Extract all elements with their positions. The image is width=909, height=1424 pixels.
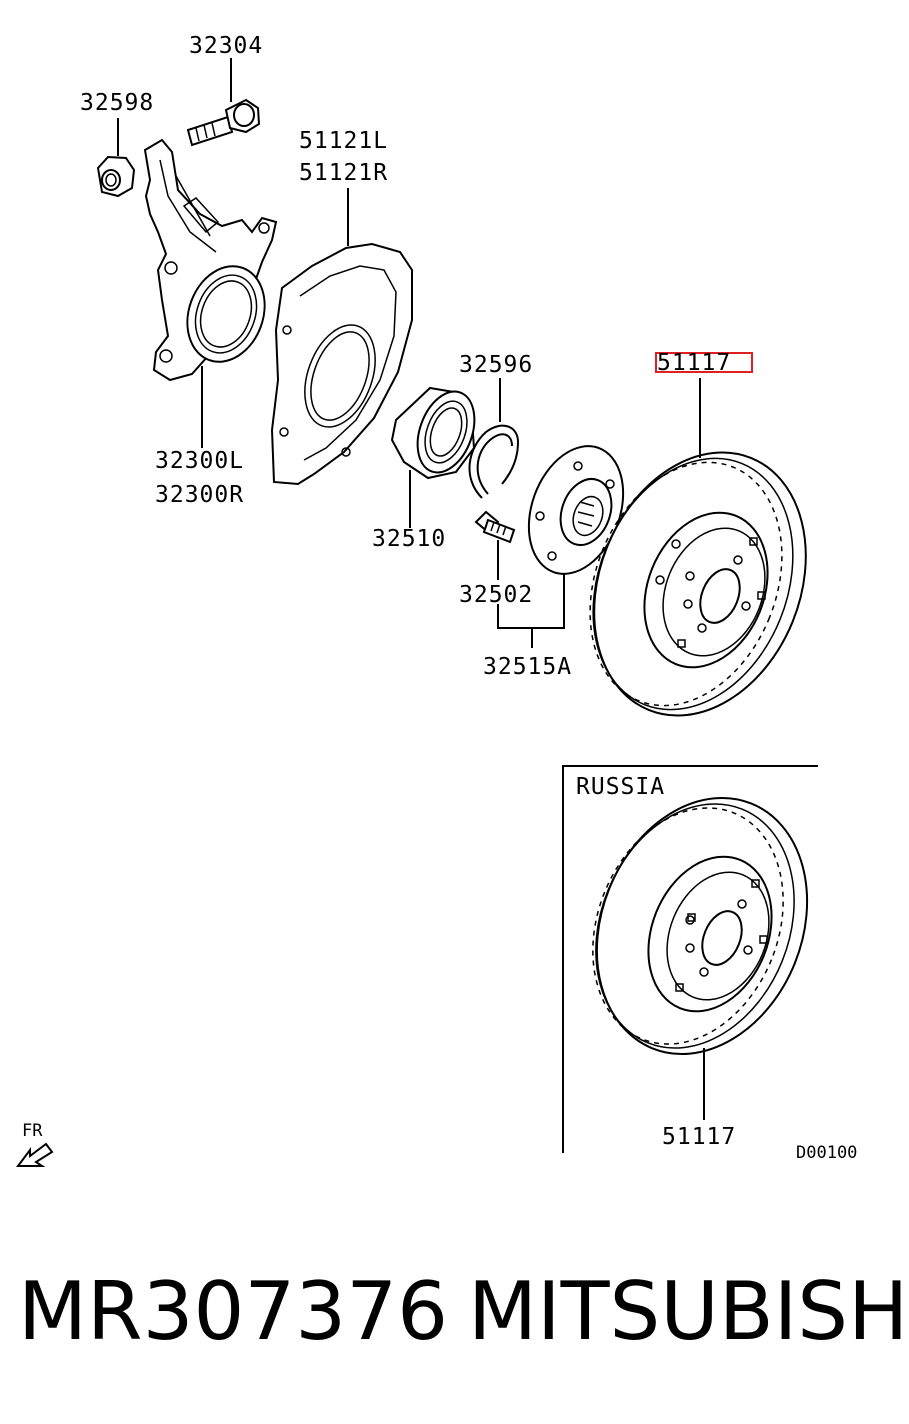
drawing-code: D00100 [796, 1143, 857, 1163]
dust-cover-51121 [270, 242, 413, 486]
steering-knuckle-32300 [143, 138, 278, 382]
exploded-parts-diagram: 32304 32598 51121L 51121R 32596 51117 32… [16, 33, 857, 1167]
front-direction-arrow-icon [16, 1142, 54, 1167]
wheel-bearing-32510 [390, 386, 476, 480]
russia-inset [562, 765, 818, 1153]
label-32300L: 32300L [155, 448, 244, 474]
brake-rotor-51117-russia [592, 797, 809, 1055]
label-32300R: 32300R [155, 482, 244, 508]
label-32502: 32502 [459, 582, 533, 608]
label-51121R: 51121R [299, 160, 388, 186]
label-russia: RUSSIA [576, 774, 665, 800]
footer: MR307376 MITSUBISHI [0, 1262, 909, 1382]
wheel-hub-32515A [527, 445, 625, 575]
brake-rotor-51117 [589, 451, 807, 717]
label-51121L: 51121L [299, 128, 388, 154]
label-32304: 32304 [189, 33, 263, 59]
label-fr: FR [22, 1121, 43, 1141]
wheel-stud-32502 [474, 510, 516, 544]
nut-32598 [96, 155, 136, 198]
snap-ring-32596 [468, 424, 520, 499]
bolt-32304 [186, 98, 261, 147]
brand-name: MITSUBISHI [468, 1265, 909, 1358]
label-32596: 32596 [459, 352, 533, 378]
highlight-box [655, 352, 753, 373]
label-32510: 32510 [372, 526, 446, 552]
part-number: MR307376 [18, 1265, 448, 1358]
label-32515A: 32515A [483, 654, 572, 680]
label-32598: 32598 [80, 90, 154, 116]
label-51117-top: 51117 [657, 350, 731, 376]
label-51117-russia: 51117 [662, 1124, 736, 1150]
